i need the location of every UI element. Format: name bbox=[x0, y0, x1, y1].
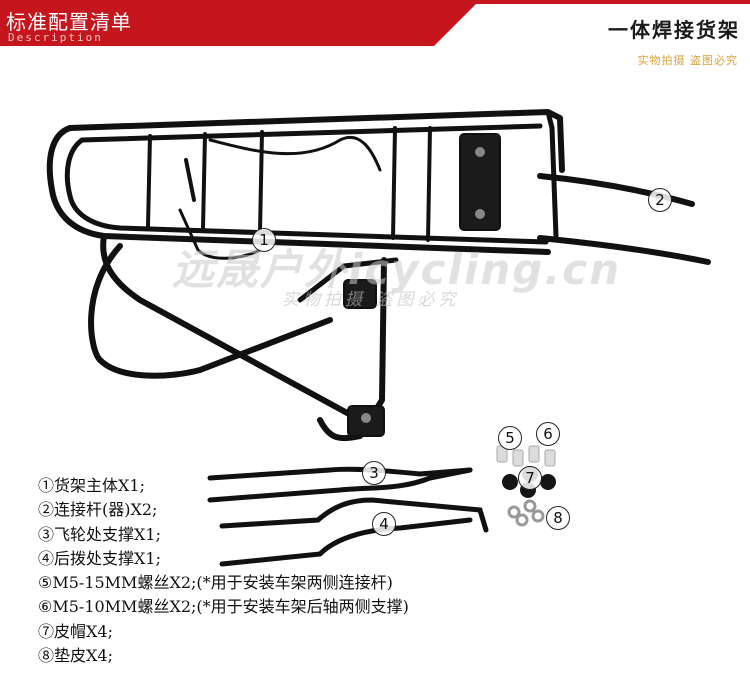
callout-4: 4 bbox=[372, 512, 396, 536]
product-title: 一体焊接货架 bbox=[608, 18, 740, 42]
section-subtitle: Description bbox=[8, 31, 103, 44]
parts-list-item: ③飞轮处支撑X1; bbox=[38, 524, 161, 544]
header-stripe bbox=[0, 0, 750, 4]
callout-5: 5 bbox=[498, 426, 522, 450]
header-bar: 标准配置清单 Description 一体焊接货架 bbox=[0, 0, 750, 46]
parts-list-item: ⑦皮帽X4; bbox=[38, 621, 113, 641]
parts-list-item: ④后拨处支撑X1; bbox=[38, 548, 161, 568]
parts-list: ①货架主体X1; ②连接杆(器)X2; ③飞轮处支撑X1; ④后拨处支撑X1; … bbox=[38, 474, 409, 668]
callout-3: 3 bbox=[362, 461, 386, 485]
watermark-url: icycling.cn bbox=[348, 245, 622, 294]
watermark-brand: 远晟户外 bbox=[172, 245, 349, 294]
parts-list-item: ⑤M5-15MM螺丝X2;(*用于安装车架两侧连接杆) bbox=[38, 573, 393, 593]
callout-1: 1 bbox=[252, 228, 276, 252]
header-red-banner bbox=[0, 0, 480, 46]
parts-list-item: ①货架主体X1; bbox=[38, 476, 145, 495]
brand-watermark: 远晟户外icycling.cn bbox=[172, 236, 621, 297]
callout-7: 7 bbox=[518, 466, 542, 490]
parts-list-item: ②连接杆(器)X2; bbox=[38, 500, 158, 520]
callout-6: 6 bbox=[536, 422, 560, 446]
rack-main-body bbox=[46, 109, 711, 441]
parts-list-item: ⑥M5-10MM螺丝X2;(*用于安装车架后轴两侧支撑) bbox=[38, 597, 409, 617]
callout-2: 2 bbox=[648, 188, 672, 212]
section-title: 标准配置清单 bbox=[6, 10, 132, 34]
parts-list-item: ⑧垫皮X4; bbox=[38, 646, 113, 666]
watermark-note: 实物拍摄 盗图必究 bbox=[282, 290, 460, 310]
callout-8: 8 bbox=[546, 506, 570, 530]
photo-notice: 实物拍摄 盗图必究 bbox=[637, 54, 738, 67]
